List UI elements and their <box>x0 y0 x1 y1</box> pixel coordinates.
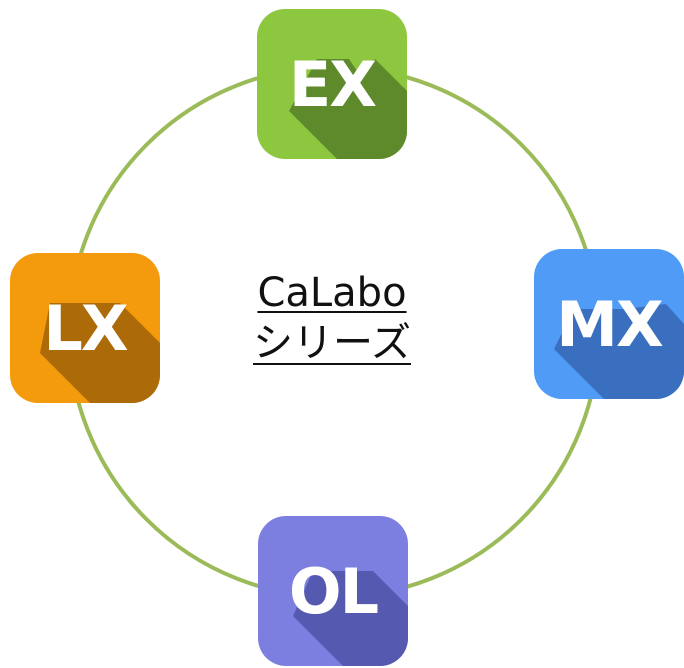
tile-ol-label: OL <box>288 554 379 628</box>
tile-ol-shadow <box>293 571 408 666</box>
tile-ol: OL <box>258 516 408 666</box>
center-title: CaLabo シリーズ <box>222 270 442 366</box>
tile-mx-shadow <box>554 304 684 399</box>
tile-mx: MX <box>534 249 684 399</box>
tile-lx: LX <box>10 253 160 403</box>
tile-lx-label: LX <box>43 291 128 365</box>
tile-mx-label: MX <box>556 287 664 361</box>
tile-ex-shadow <box>289 59 407 159</box>
tile-ex: EX <box>257 9 407 159</box>
center-title-line1: CaLabo <box>257 270 407 316</box>
center-title-line2: シリーズ <box>253 320 411 366</box>
tile-lx-shadow <box>40 303 160 403</box>
tile-ex-label: EX <box>288 47 377 121</box>
